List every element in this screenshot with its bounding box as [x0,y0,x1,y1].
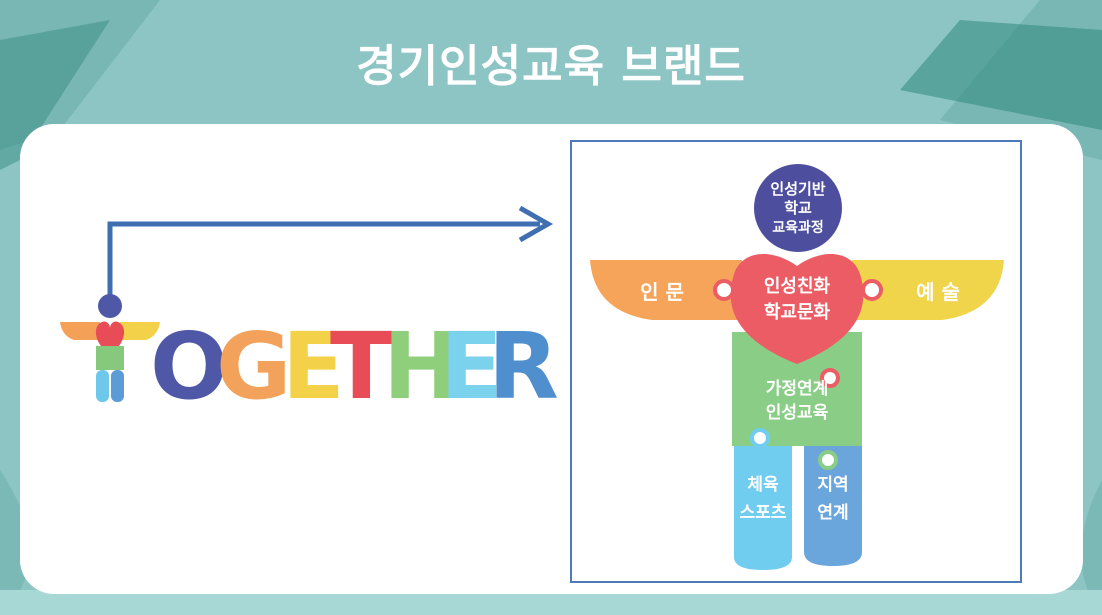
figure-arm-left [60,322,100,340]
diagram-left-arm [590,260,742,320]
head-line-1: 인성기반 [770,180,825,198]
logo-letter-e: E [282,313,345,420]
puzzle-knob-leg-right [818,450,838,470]
body-line-2: 인성교육 [766,403,829,423]
heart-line-2: 학교문화 [764,301,831,323]
left-leg-line-2: 스포츠 [740,503,787,523]
figure-leg-left [96,370,109,402]
diagram-right-arm [852,260,1004,320]
puzzle-knob-leg-left [750,428,770,448]
logo-letter-o: O [150,313,228,420]
figure-head [98,294,122,318]
page-title: 경기인성교육 브랜드 [356,41,746,92]
head-line-2: 학교 [784,199,812,217]
heart-line-1: 인성친화 [764,276,831,297]
logo-letter-h: H [383,313,460,420]
figure-heart [95,321,125,354]
diagram-heart [730,254,864,364]
left-leg-line-1: 체육 [747,475,779,495]
diagram-left-leg [734,442,792,570]
right-leg-line-2: 연계 [817,503,848,523]
diagram-right-leg [804,442,862,566]
figure-body [96,346,124,370]
figure-leg-right [111,370,124,402]
logo-letter-t: T [330,313,393,420]
brand-diagram: 인성기반 학교 교육과정 인 문 예 술 인성친화 학교문화 가정연계 인성교육… [590,164,1004,570]
puzzle-knob-heart [820,368,840,388]
puzzle-knob-right [861,279,883,301]
right-arm-label: 예 술 [916,280,960,304]
left-arm-label: 인 문 [640,280,684,304]
puzzle-knob-left [713,279,735,301]
figure-arm-right [120,322,160,340]
logo-letter-g: G [216,313,292,420]
brand-diagram-frame: 인성기반 학교 교육과정 인 문 예 술 인성친화 학교문화 가정연계 인성교육… [570,140,1022,583]
logo-letter-r: R [488,313,559,420]
right-leg-line-1: 지역 [817,475,848,495]
diagram-head [754,164,842,252]
head-line-3: 교육과정 [772,219,824,236]
together-logo-figure [60,294,160,402]
body-line-1: 가정연계 [766,379,829,399]
logo-letter-e2: E [440,313,503,420]
